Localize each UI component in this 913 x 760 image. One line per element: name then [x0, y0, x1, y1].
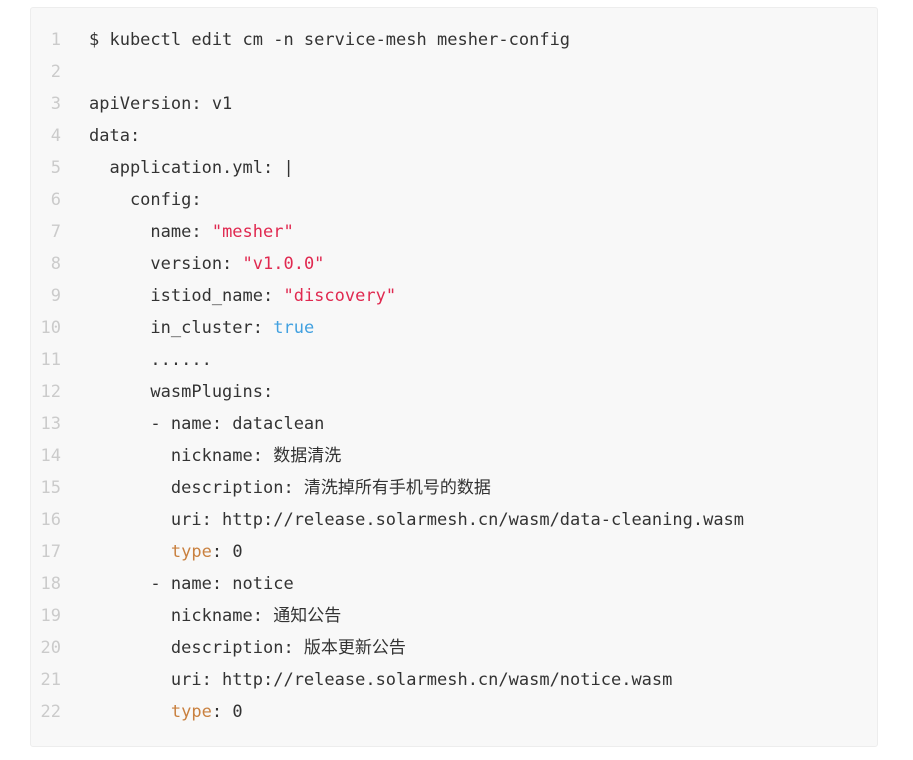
- code-segment: - name: notice: [89, 574, 294, 594]
- code-line: 2: [31, 56, 865, 88]
- code-line: 7 name: "mesher": [31, 216, 865, 248]
- line-number: 15: [40, 478, 61, 498]
- code-segment: name:: [89, 222, 212, 242]
- code-line: 8 version: "v1.0.0": [31, 248, 865, 280]
- code-text: description: 版本更新公告: [89, 632, 406, 664]
- code-line: 14 nickname: 数据清洗: [31, 440, 865, 472]
- code-line: 13 - name: dataclean: [31, 408, 865, 440]
- code-text: - name: notice: [89, 568, 294, 600]
- code-line: 11 ......: [31, 344, 865, 376]
- line-number: 10: [40, 318, 61, 338]
- line-number: 3: [50, 94, 61, 114]
- code-text: istiod_name: "discovery": [89, 280, 396, 312]
- code-segment: : 0: [211, 702, 243, 722]
- code-segment: description: 版本更新公告: [89, 638, 406, 658]
- code-text: data:: [89, 120, 140, 152]
- code-segment: apiVersion: v1: [89, 94, 233, 114]
- code-segment: [89, 702, 171, 722]
- code-line: 19 nickname: 通知公告: [31, 600, 865, 632]
- line-number: 2: [50, 62, 61, 82]
- code-text: config:: [89, 184, 202, 216]
- code-text: uri: http://release.solarmesh.cn/wasm/da…: [89, 504, 744, 536]
- line-number: 14: [40, 446, 61, 466]
- code-text: application.yml: |: [89, 152, 294, 184]
- line-number: 9: [50, 286, 61, 306]
- code-segment: in_cluster:: [89, 318, 274, 338]
- code-segment: $ kubectl edit cm -n service-mesh mesher…: [89, 30, 571, 50]
- line-number: 16: [40, 510, 61, 530]
- line-number: 4: [50, 126, 61, 146]
- code-text: type: 0: [89, 696, 243, 728]
- code-segment: type: [170, 542, 212, 562]
- code-line: 6 config:: [31, 184, 865, 216]
- line-number: 5: [50, 158, 61, 178]
- code-text: nickname: 数据清洗: [89, 440, 341, 472]
- code-segment: : 0: [211, 542, 243, 562]
- line-number: 7: [50, 222, 61, 242]
- line-number: 11: [40, 350, 61, 370]
- code-segment: uri: http://release.solarmesh.cn/wasm/da…: [89, 510, 745, 530]
- code-text: type: 0: [89, 536, 243, 568]
- code-block: 1 $ kubectl edit cm -n service-mesh mesh…: [30, 7, 878, 747]
- code-line: 4 data:: [31, 120, 865, 152]
- line-number: 1: [50, 30, 61, 50]
- code-text: nickname: 通知公告: [89, 600, 341, 632]
- code-line: 9 istiod_name: "discovery": [31, 280, 865, 312]
- line-number: 20: [40, 638, 61, 658]
- code-text: in_cluster: true: [89, 312, 314, 344]
- code-segment: - name: dataclean: [89, 414, 325, 434]
- code-text: $ kubectl edit cm -n service-mesh mesher…: [89, 24, 570, 56]
- code-segment: [89, 542, 171, 562]
- code-text: name: "mesher": [89, 216, 294, 248]
- code-segment: "discovery": [283, 286, 397, 306]
- code-segment: version:: [89, 254, 243, 274]
- code-line: 22 type: 0: [31, 696, 865, 728]
- code-segment: true: [273, 318, 315, 338]
- line-number: 19: [40, 606, 61, 626]
- code-segment: nickname: 通知公告: [89, 606, 342, 626]
- code-segment: application.yml: |: [89, 158, 294, 178]
- code-segment: istiod_name:: [89, 286, 284, 306]
- code-line: 17 type: 0: [31, 536, 865, 568]
- code-segment: data:: [89, 126, 141, 146]
- line-number: 21: [40, 670, 61, 690]
- code-line: 5 application.yml: |: [31, 152, 865, 184]
- code-line: 12 wasmPlugins:: [31, 376, 865, 408]
- code-text: version: "v1.0.0": [89, 248, 324, 280]
- line-number: 8: [50, 254, 61, 274]
- code-line: 16 uri: http://release.solarmesh.cn/wasm…: [31, 504, 865, 536]
- code-text: uri: http://release.solarmesh.cn/wasm/no…: [89, 664, 673, 696]
- code-line: 1 $ kubectl edit cm -n service-mesh mesh…: [31, 24, 865, 56]
- code-segment: type: [170, 702, 212, 722]
- line-number: 22: [40, 702, 61, 722]
- code-segment: description: 清洗掉所有手机号的数据: [89, 478, 491, 498]
- line-number: 6: [50, 190, 61, 210]
- line-number: 12: [40, 382, 61, 402]
- code-line: 18 - name: notice: [31, 568, 865, 600]
- code-text: - name: dataclean: [89, 408, 324, 440]
- code-line: 20 description: 版本更新公告: [31, 632, 865, 664]
- code-text: ......: [89, 344, 212, 376]
- code-lines-container: 1 $ kubectl edit cm -n service-mesh mesh…: [31, 24, 865, 728]
- code-text: wasmPlugins:: [89, 376, 273, 408]
- line-number: 17: [40, 542, 61, 562]
- code-segment: "v1.0.0": [242, 254, 325, 274]
- code-segment: config:: [89, 190, 202, 210]
- code-segment: nickname: 数据清洗: [89, 446, 342, 466]
- code-segment: wasmPlugins:: [89, 382, 274, 402]
- line-number: 18: [40, 574, 61, 594]
- code-segment: uri: http://release.solarmesh.cn/wasm/no…: [89, 670, 673, 690]
- code-text: description: 清洗掉所有手机号的数据: [89, 472, 491, 504]
- code-segment: ......: [89, 350, 212, 370]
- code-text: apiVersion: v1: [89, 88, 232, 120]
- code-line: 10 in_cluster: true: [31, 312, 865, 344]
- code-segment: "mesher": [211, 222, 294, 242]
- code-line: 21 uri: http://release.solarmesh.cn/wasm…: [31, 664, 865, 696]
- code-line: 3 apiVersion: v1: [31, 88, 865, 120]
- line-number: 13: [40, 414, 61, 434]
- code-line: 15 description: 清洗掉所有手机号的数据: [31, 472, 865, 504]
